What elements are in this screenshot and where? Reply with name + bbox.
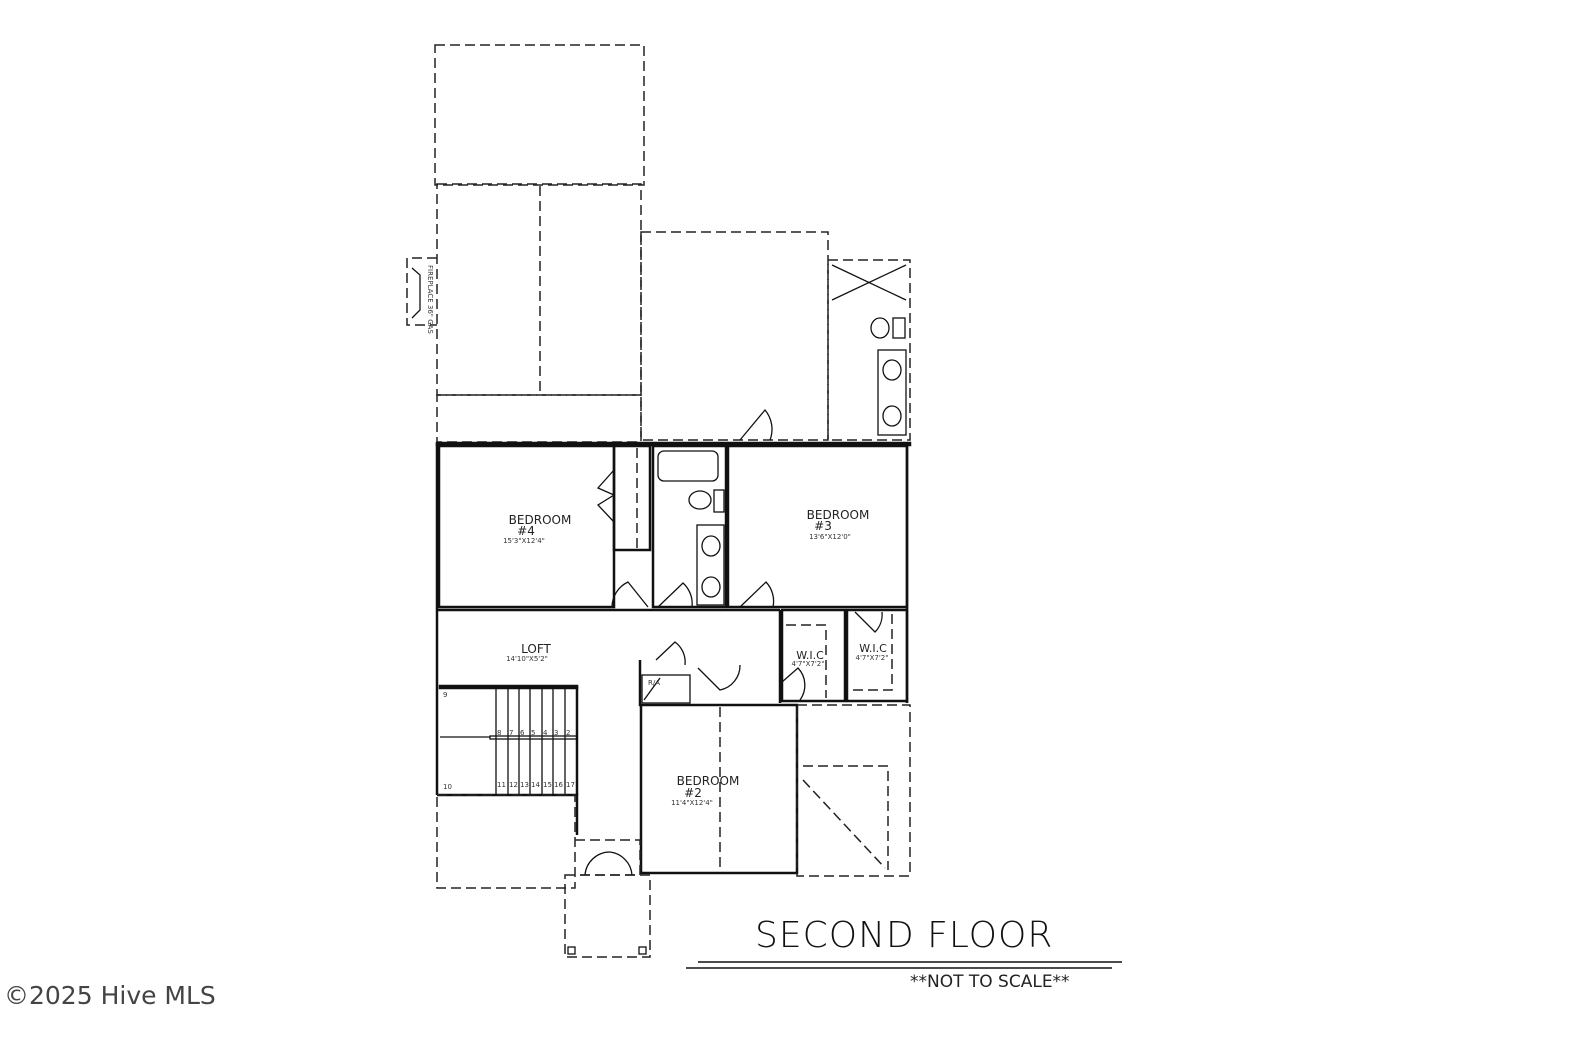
step-number: 7	[509, 729, 513, 737]
step-number: 3	[554, 729, 558, 737]
step-number: 14	[531, 781, 540, 789]
room-label: BEDROOM	[807, 508, 870, 522]
room-label: W.I.C	[859, 642, 887, 655]
step-number: 12	[509, 781, 518, 789]
room-number: #2	[684, 786, 702, 800]
room-size: 14'10"X5'2"	[506, 655, 548, 663]
wic-1	[780, 608, 847, 703]
room-label: BEDROOM	[509, 513, 572, 527]
scale-note: **NOT TO SCALE**	[910, 972, 1070, 992]
step-number: 13	[520, 781, 529, 789]
plan-title: SECOND FLOOR	[755, 915, 1054, 956]
attic-label: R/A	[648, 679, 660, 687]
garage-outline	[796, 704, 911, 877]
room-size: 15'3"X12'4"	[503, 537, 545, 545]
owner-bath-outline	[827, 259, 911, 441]
landing-number: 9	[443, 691, 447, 699]
step-number: 16	[554, 781, 563, 789]
room-label: W.I.C	[796, 649, 824, 662]
room-number: #4	[517, 524, 535, 538]
front-porch-outline	[564, 874, 651, 958]
porch-outline	[434, 44, 645, 186]
room-number: #3	[814, 519, 832, 533]
room-size: 11'4"X12'4"	[671, 799, 713, 807]
closet	[612, 444, 652, 552]
room-size: 4'7"X7'2"	[792, 660, 825, 668]
watermark: ©2025 Hive MLS	[4, 981, 216, 1010]
hall-bath	[651, 444, 728, 609]
step-number: 15	[543, 781, 552, 789]
step-number: 11	[497, 781, 506, 789]
landing-number: 10	[443, 783, 452, 791]
fireplace-label: FIREPLACE 36" GAS	[426, 265, 434, 334]
family-room-outline	[436, 183, 642, 396]
room-size: 4'7"X7'2"	[856, 654, 889, 662]
step-number: 2	[566, 729, 570, 737]
step-number: 6	[520, 729, 525, 737]
room-size: 13'6"X12'0"	[809, 533, 851, 541]
stair-treads	[495, 688, 566, 795]
lower-porch-outline	[436, 794, 576, 889]
step-number: 8	[497, 729, 501, 737]
owner-suite-outline	[640, 231, 829, 441]
room-label: LOFT	[521, 642, 551, 656]
step-number: 5	[531, 729, 535, 737]
step-number: 17	[566, 781, 575, 789]
step-number: 4	[543, 729, 548, 737]
room-label: BEDROOM	[677, 774, 740, 788]
